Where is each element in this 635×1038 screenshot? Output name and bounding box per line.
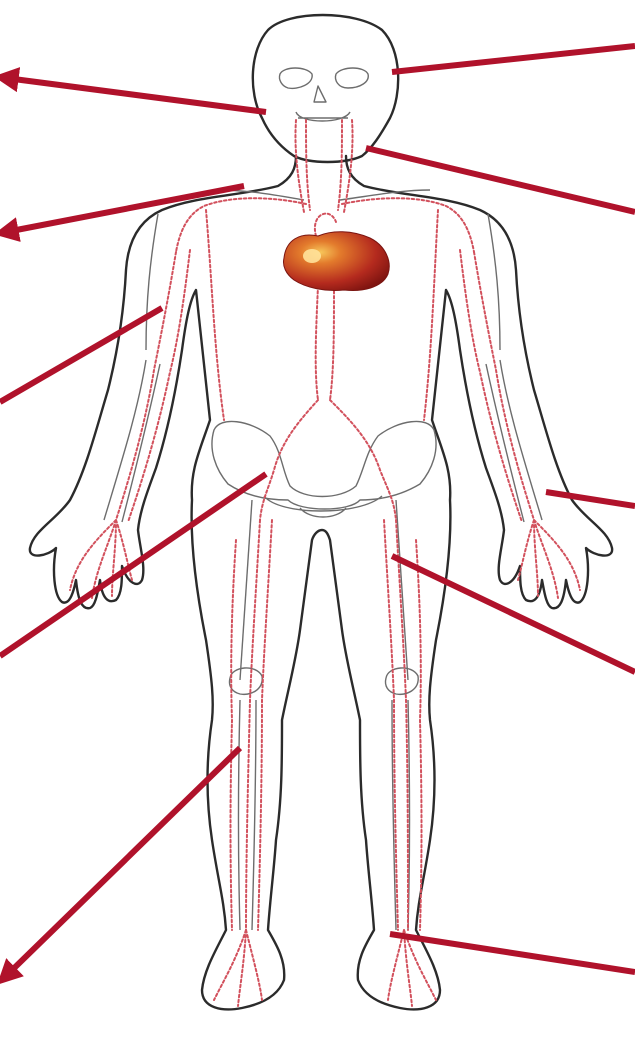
- left-kneecap: [229, 668, 262, 694]
- left-eye-socket: [279, 68, 312, 88]
- pointer-line-left-2: [6, 186, 244, 232]
- nose-cavity: [314, 86, 326, 102]
- pointer-line-right-4: [392, 556, 635, 672]
- pointer-line-left-1: [6, 78, 266, 112]
- left-subclavian: [176, 198, 306, 252]
- right-eye-socket: [336, 68, 369, 88]
- skeleton: [104, 68, 542, 930]
- pointer-line-left-3: [0, 308, 162, 402]
- jugular-vein: [295, 120, 352, 212]
- right-humerus: [488, 214, 500, 350]
- heart-highlight: [303, 249, 321, 263]
- right-femoral-vein: [384, 520, 398, 930]
- right-femur: [396, 500, 408, 680]
- heart-shape: [283, 232, 389, 291]
- body-outline: [30, 15, 612, 1009]
- right-carotid-artery: [338, 120, 342, 210]
- left-iliac-artery: [260, 400, 318, 520]
- pointer-line-left-4: [0, 474, 266, 656]
- left-carotid-artery: [306, 120, 310, 210]
- sacrum: [264, 496, 382, 517]
- right-kneecap: [385, 668, 418, 694]
- pointer-line-right-3: [546, 492, 635, 506]
- right-iliac-artery: [330, 400, 396, 520]
- pointer-line-right-1: [392, 46, 635, 72]
- pelvis: [212, 421, 436, 509]
- pointer-line-right-2: [366, 148, 635, 212]
- left-humerus: [146, 214, 158, 350]
- vena-cava: [330, 286, 334, 400]
- left-torso-vessel: [206, 210, 224, 420]
- left-femur: [240, 500, 252, 680]
- right-saphenous-vein: [416, 540, 422, 930]
- left-femoral-vein: [258, 520, 272, 930]
- left-saphenous-vein: [231, 540, 237, 930]
- left-arm-vein: [128, 250, 190, 522]
- descending-aorta: [316, 286, 318, 400]
- heart: [283, 232, 389, 291]
- pointer-line-left-5: [6, 748, 240, 976]
- head-outline: [253, 15, 398, 162]
- right-hand-vessels: [518, 520, 580, 598]
